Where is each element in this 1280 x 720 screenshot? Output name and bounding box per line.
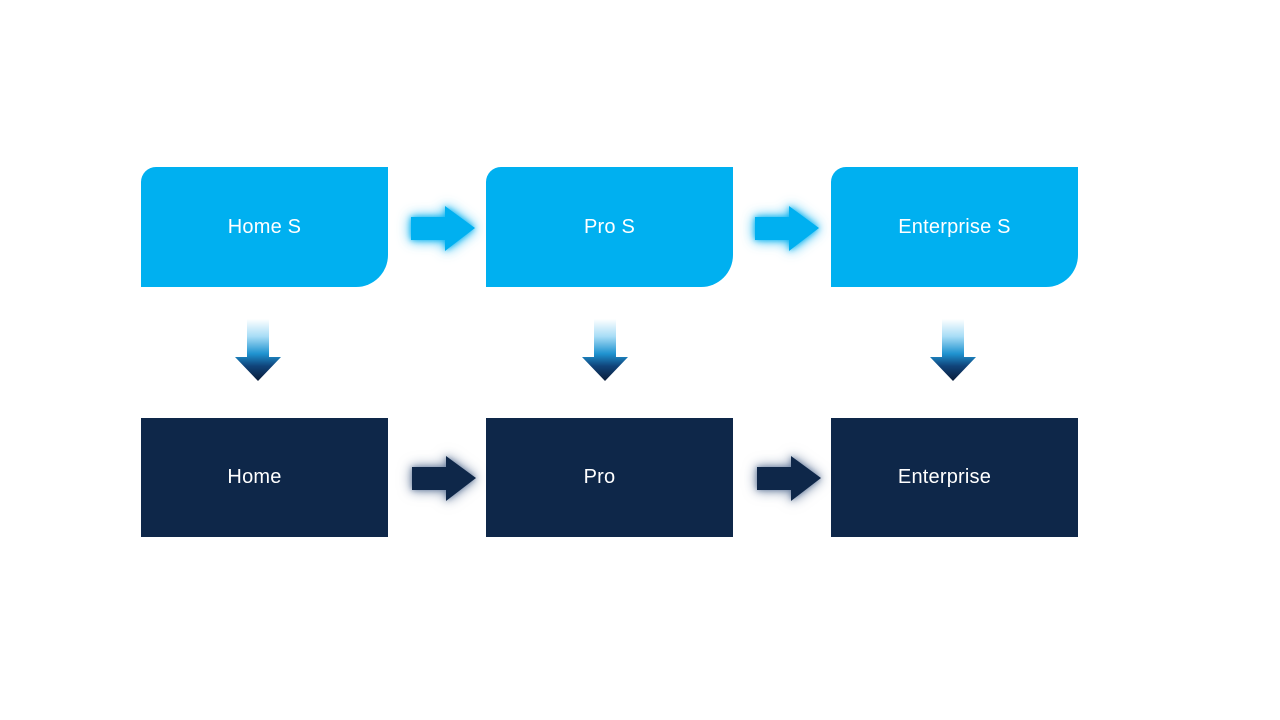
down-arrow-shape [235, 319, 281, 381]
node-home: Home [141, 418, 388, 537]
node-label: Home [227, 466, 282, 488]
right-arrow-shape [755, 206, 819, 251]
node-label: Enterprise S [898, 215, 1011, 238]
right-arrow-icon [411, 206, 475, 251]
right-arrow-shape [757, 456, 821, 501]
node-home-s: Home S [141, 167, 388, 287]
node-label: Home S [227, 215, 302, 238]
node-label: Enterprise [897, 466, 992, 488]
node-pro-s: Pro S [486, 167, 733, 287]
node-label: Pro S [583, 215, 636, 238]
down-arrow-shape [582, 319, 628, 381]
right-arrow-icon [412, 456, 476, 501]
node-enterprise-s: Enterprise S [831, 167, 1078, 287]
right-arrow-shape [412, 456, 476, 501]
right-arrow-icon [755, 206, 819, 251]
down-arrow-shape [930, 319, 976, 381]
node-pro: Pro [486, 418, 733, 537]
node-enterprise: Enterprise [831, 418, 1078, 537]
right-arrow-shape [411, 206, 475, 251]
right-arrow-icon [757, 456, 821, 501]
node-label: Pro [583, 466, 616, 488]
down-arrow-icon [930, 319, 976, 381]
down-arrow-icon [582, 319, 628, 381]
down-arrow-icon [235, 319, 281, 381]
